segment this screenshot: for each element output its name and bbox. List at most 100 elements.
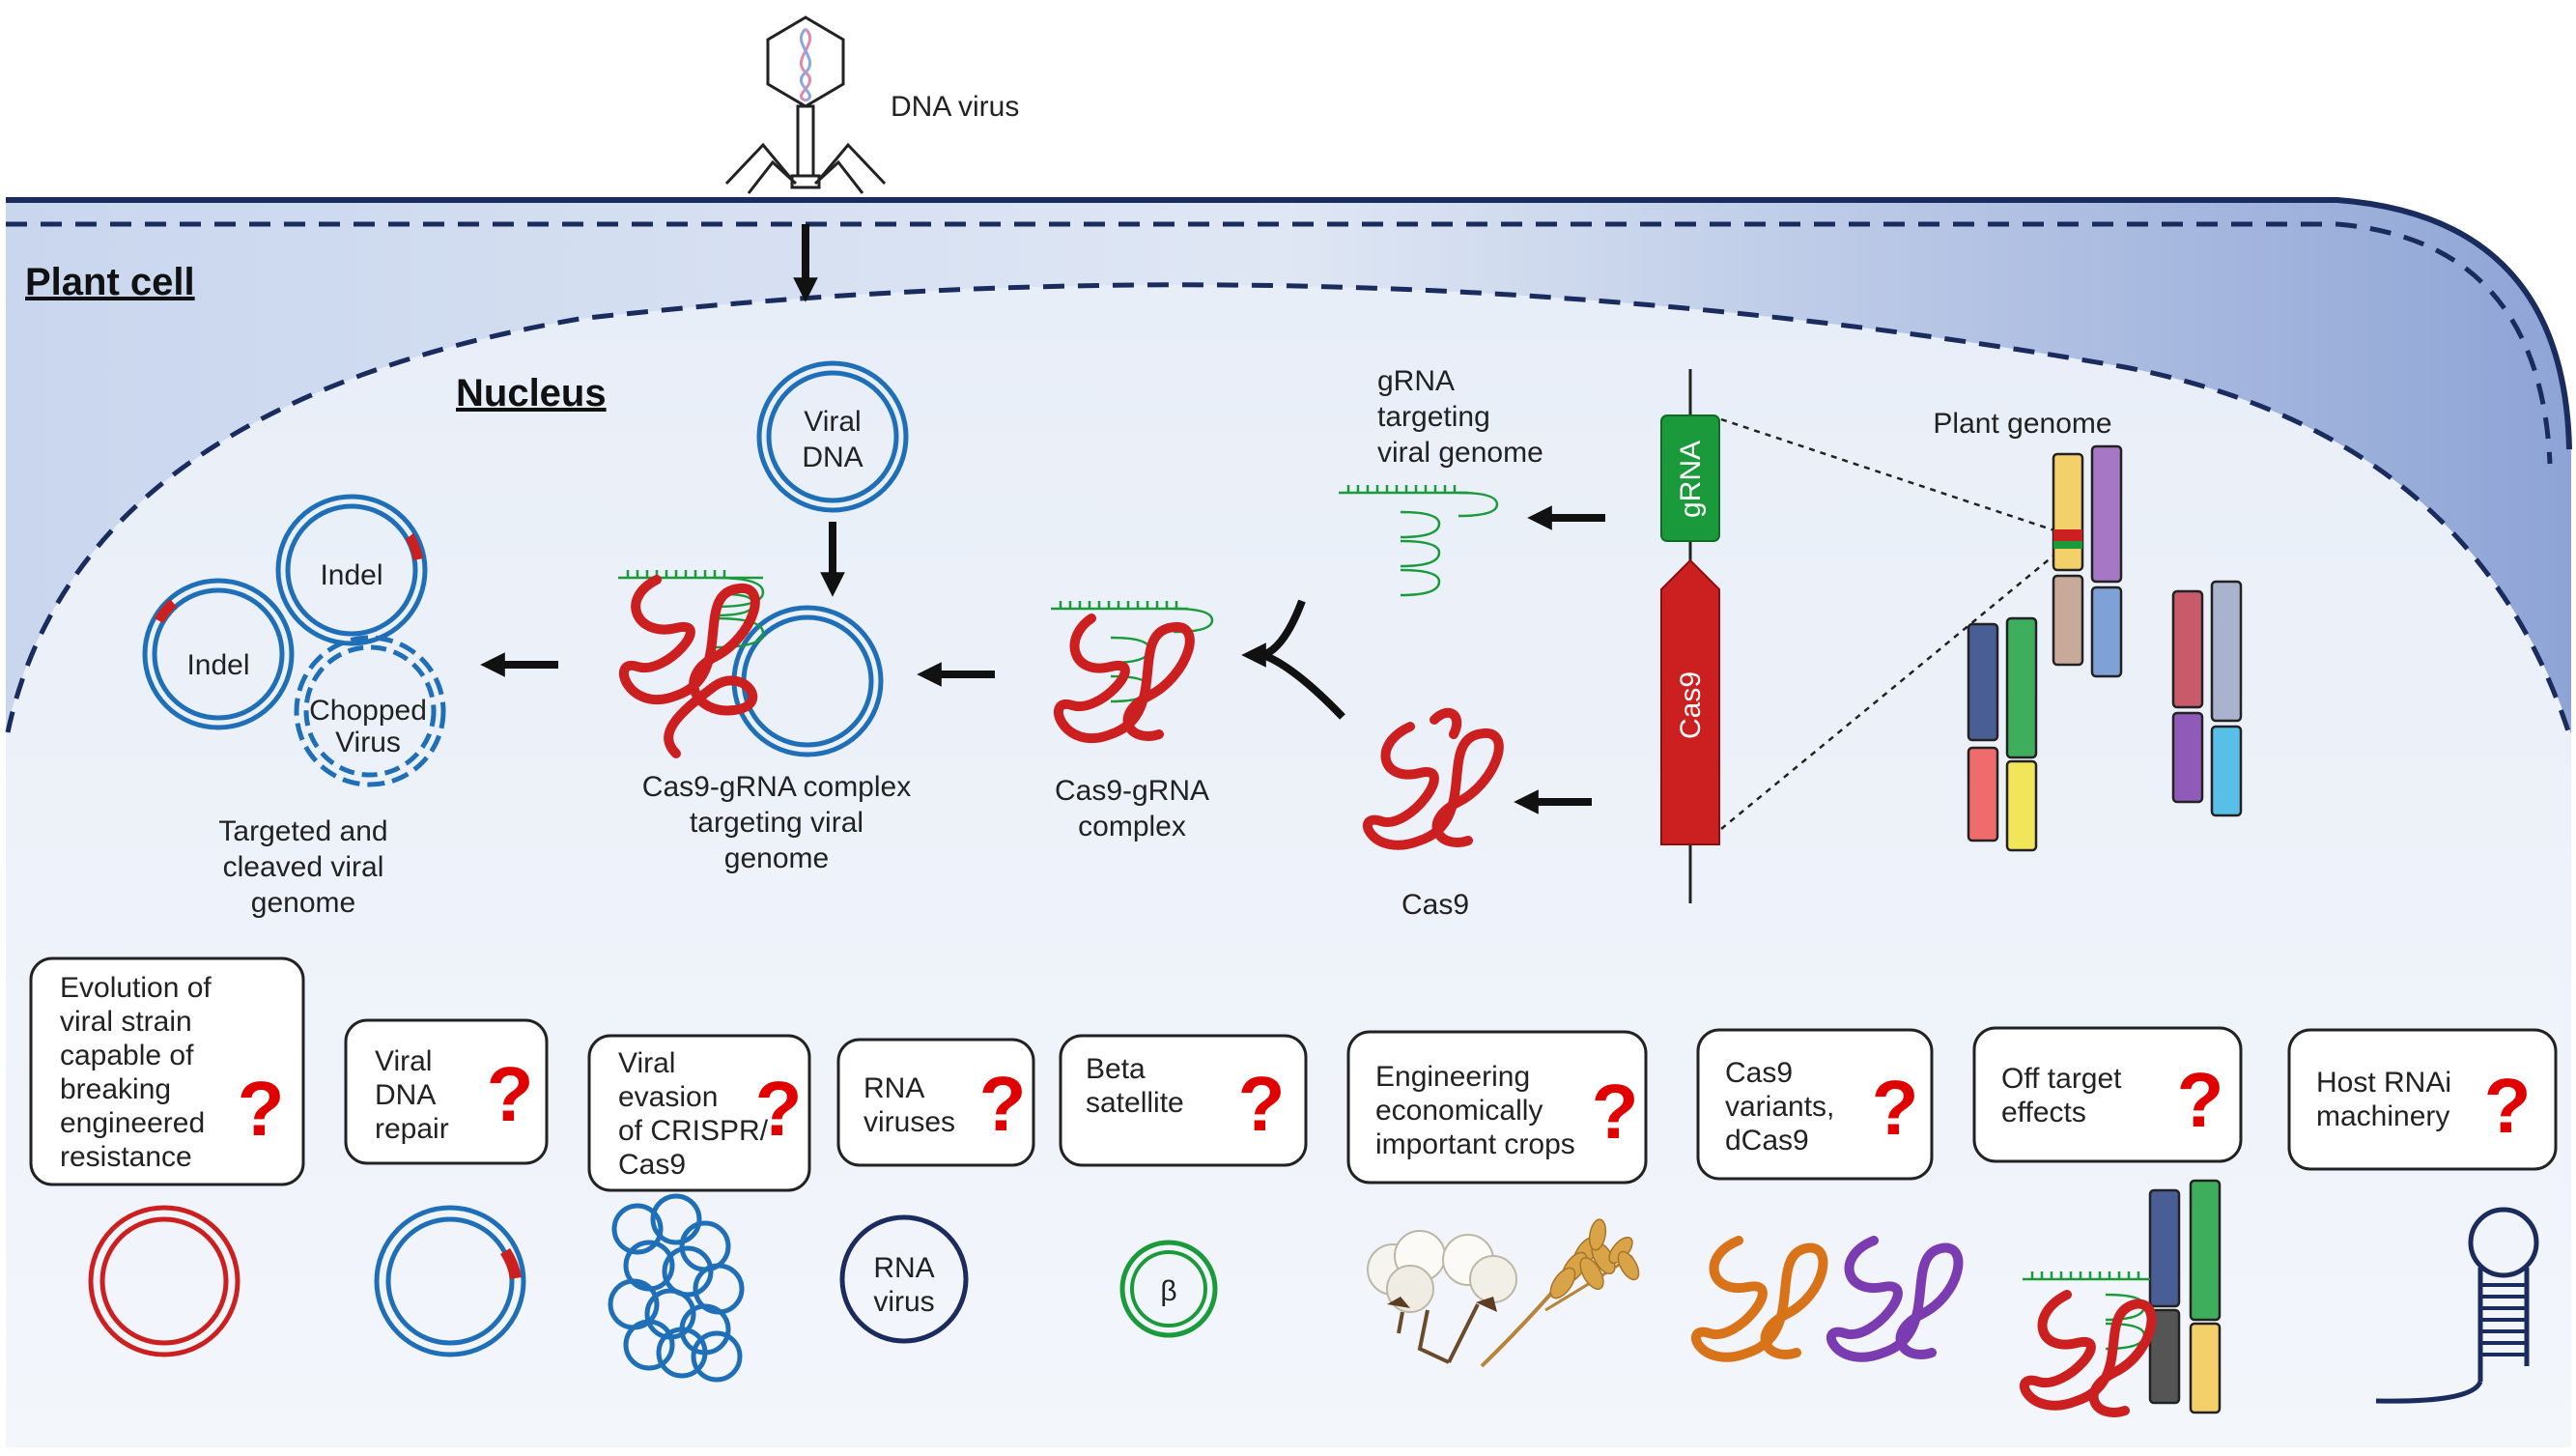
zoom-line-bottom: [1720, 552, 2058, 830]
qbox-rnai-question-mark: ?: [2484, 1063, 2532, 1149]
question-box-rna-viruses: RNA viruses ?: [836, 1038, 1035, 1167]
qbox-crops-line-2: economically: [1375, 1095, 1543, 1127]
qbox-variants-line-3: dCas9: [1725, 1125, 1809, 1156]
grna-gene-label: gRNA: [1675, 441, 1707, 518]
qbox-rna-line-2: viruses: [863, 1106, 955, 1138]
question-box-cas9-variants: Cas9 variants, dCas9 ?: [1696, 1028, 1934, 1181]
qbox-rna-line-1: RNA: [863, 1072, 924, 1104]
question-box-beta-satellite: Beta satellite ?: [1059, 1034, 1308, 1167]
question-box-evasion: Viral evasion of CRISPR/ Cas9 ?: [587, 1034, 811, 1192]
indel-label-left: Indel: [186, 649, 249, 681]
qbox-evolution-line-3: capable of: [60, 1040, 194, 1071]
qbox-beta-question-mark: ?: [1238, 1061, 1286, 1147]
qbox-evolution-line-2: viral strain: [60, 1006, 192, 1038]
off-target-icon: [2020, 1179, 2222, 1417]
qbox-evasion-line-3: of CRISPR/: [618, 1115, 769, 1147]
chopped-virus-circle: [294, 635, 446, 787]
cas9-label: Cas9: [1401, 889, 1469, 921]
beta-symbol: β: [1160, 1275, 1176, 1307]
question-box-rnai: Host RNAi machinery ?: [2287, 1028, 2558, 1171]
plant-cell-title: Plant cell: [25, 261, 195, 303]
qbox-offtarget-question-mark: ?: [2177, 1057, 2224, 1143]
rna-virus-icon-label-2: virus: [873, 1286, 934, 1318]
cas9-gene-label: Cas9: [1675, 671, 1707, 739]
wheat-icon: [1480, 1218, 1640, 1368]
qbox-offtarget-line-2: effects: [2001, 1097, 2086, 1128]
question-box-off-target: Off target effects ?: [1972, 1026, 2243, 1163]
qbox-rnai-line-1: Host RNAi: [2316, 1067, 2451, 1099]
qbox-evolution-line-4: breaking: [60, 1073, 171, 1105]
viral-dna-label-2: DNA: [802, 442, 863, 473]
indel-circle-left: [142, 578, 295, 730]
chopped-virus-label-2: Virus: [335, 727, 401, 758]
grna-targeting-label-3: viral genome: [1377, 437, 1543, 469]
complex-label-2: complex: [1078, 811, 1186, 842]
complex-label-1: Cas9-gRNA: [1055, 775, 1209, 807]
qbox-beta-line-1: Beta: [1086, 1053, 1146, 1085]
qbox-evasion-line-1: Viral: [618, 1047, 675, 1079]
viral-dna-circle: [756, 360, 909, 513]
complex-targeting-label-2: targeting viral: [690, 807, 863, 839]
qbox-rnai-line-2: machinery: [2316, 1100, 2449, 1132]
nuclear-envelope: [5, 282, 2572, 735]
clustered-circles-icon: [608, 1193, 745, 1383]
qbox-evolution-question-mark: ?: [238, 1066, 285, 1152]
dna-virus-icon: [724, 15, 887, 194]
cell-membrane: [6, 197, 2572, 450]
qbox-repair-line-2: DNA: [375, 1079, 436, 1111]
qbox-evasion-line-2: evasion: [618, 1081, 718, 1113]
cell-membrane-inner: [6, 221, 2553, 465]
viral-dna-label-1: Viral: [804, 406, 861, 438]
qbox-offtarget-line-1: Off target: [2001, 1063, 2122, 1095]
qbox-evolution-line-6: resistance: [60, 1141, 192, 1173]
qbox-repair-line-3: repair: [375, 1113, 449, 1145]
beta-satellite-icon: [1119, 1240, 1218, 1338]
cas9-variant-purple-icon: [1826, 1236, 1964, 1362]
qbox-crops-line-3: important crops: [1375, 1128, 1575, 1160]
cas9-grna-on-target: [618, 570, 765, 758]
qbox-evasion-line-4: Cas9: [618, 1149, 686, 1181]
cas9-gene-block: [1660, 558, 1720, 845]
question-box-dna-repair: Viral DNA repair ?: [344, 1018, 549, 1165]
plant-genome-chromosomes: [1967, 444, 2243, 852]
qbox-beta-line-2: satellite: [1086, 1087, 1184, 1119]
qbox-rna-question-mark: ?: [979, 1061, 1027, 1147]
rna-virus-icon: [839, 1214, 969, 1344]
plant-genome-label: Plant genome: [1933, 408, 2111, 440]
complex-targeting-label-1: Cas9-gRNA complex: [642, 771, 911, 803]
grna-targeting-label-1: gRNA: [1377, 365, 1455, 397]
qbox-variants-question-mark: ?: [1872, 1065, 1919, 1151]
targeted-cleaved-label-3: genome: [251, 887, 355, 919]
indel-label-top: Indel: [320, 559, 382, 591]
nucleus-title: Nucleus: [456, 372, 607, 414]
complex-targeting-label-3: genome: [724, 842, 829, 874]
indel-circle-top: [275, 494, 428, 646]
cas9-variant-orange-icon: [1691, 1236, 1828, 1362]
repaired-dna-circle-icon: [374, 1205, 526, 1357]
zoom-line-top: [1720, 417, 2058, 533]
question-box-crops: Engineering economically important crops…: [1346, 1030, 1648, 1185]
qbox-variants-line-1: Cas9: [1725, 1057, 1793, 1089]
dna-virus-label: DNA virus: [891, 91, 1019, 123]
grna-gene-block: [1660, 414, 1720, 542]
cas9-grna-complex: [1051, 601, 1214, 744]
red-double-circle-icon: [88, 1205, 241, 1357]
qbox-crops-question-mark: ?: [1592, 1069, 1639, 1155]
rna-virus-icon-label-1: RNA: [873, 1252, 934, 1284]
qbox-evasion-question-mark: ?: [755, 1066, 803, 1152]
qbox-crops-line-1: Engineering: [1375, 1061, 1530, 1093]
qbox-evolution-line-1: Evolution of: [60, 972, 212, 1004]
cotton-icon: [1367, 1230, 1517, 1364]
qbox-repair-question-mark: ?: [487, 1051, 534, 1137]
targeted-cleaved-label-2: cleaved viral: [223, 851, 384, 883]
grna-icon: [1339, 485, 1499, 597]
cas9-protein-icon: [1363, 707, 1504, 850]
question-box-evolution: Evolution of viral strain capable of bre…: [29, 956, 305, 1186]
targeted-cleaved-label-1: Targeted and: [218, 815, 387, 847]
qbox-repair-line-1: Viral: [375, 1045, 432, 1077]
chopped-virus-label-1: Chopped: [309, 695, 427, 727]
rnai-hairpin-icon: [2375, 1207, 2539, 1404]
grna-targeting-label-2: targeting: [1377, 401, 1490, 433]
